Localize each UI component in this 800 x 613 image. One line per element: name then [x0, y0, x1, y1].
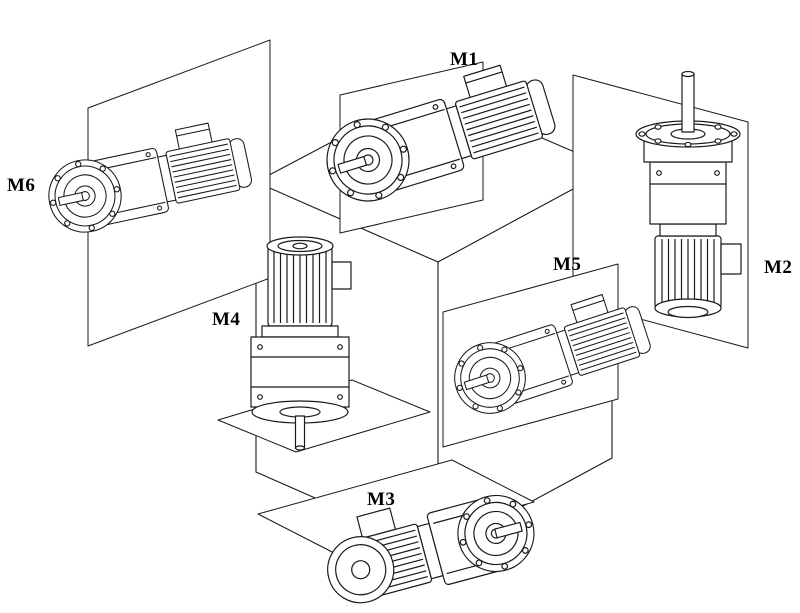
label-m2: M2: [764, 257, 793, 278]
label-m5: M5: [553, 254, 582, 275]
label-m6: M6: [7, 175, 36, 196]
label-m1: M1: [450, 49, 479, 70]
plane-m3: [257, 459, 535, 557]
gearmotor-m4: [250, 236, 352, 451]
gearmotor-m3: [327, 494, 535, 604]
label-m3: M3: [367, 489, 396, 510]
label-m4: M4: [212, 309, 241, 330]
gearmotor-m2: [635, 70, 742, 319]
